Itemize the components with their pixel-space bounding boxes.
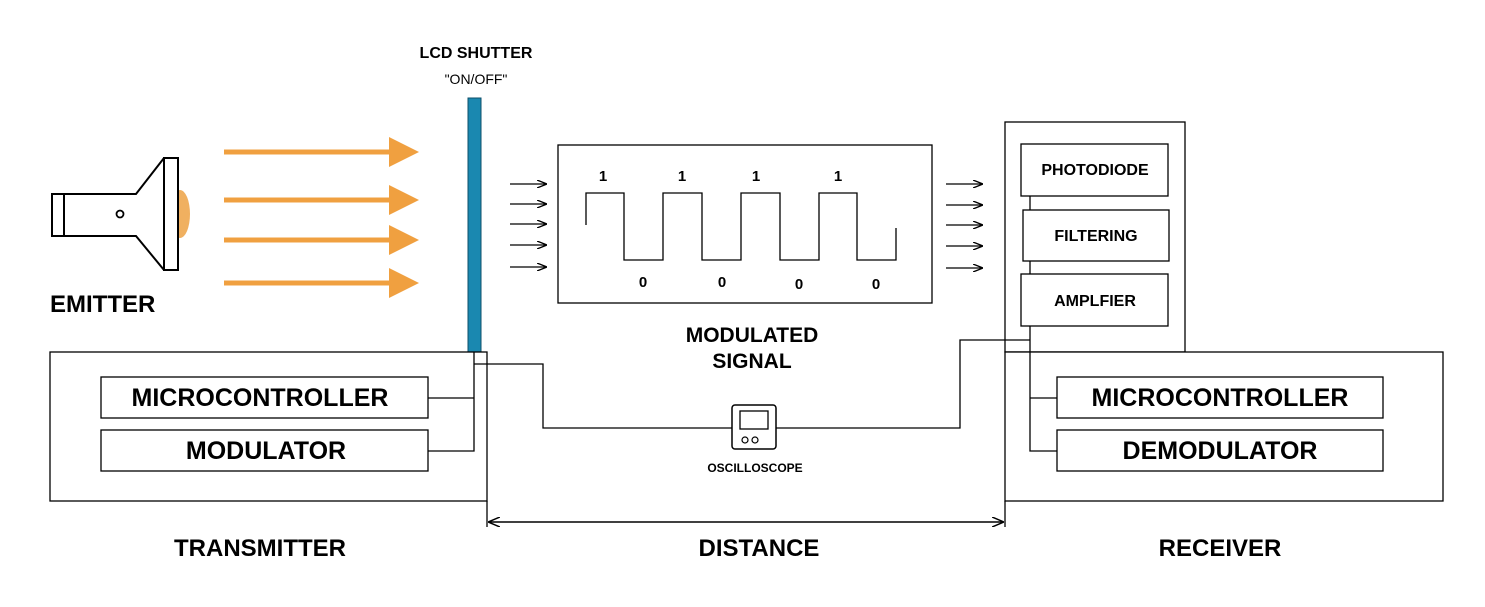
shutter-label: LCD SHUTTER [420, 45, 533, 62]
input-arrows [510, 184, 546, 267]
demodulator-label: DEMODULATOR [1123, 437, 1318, 465]
oscilloscope-icon [731, 404, 777, 450]
bit-zero: 0 [718, 274, 726, 291]
emitter-label: EMITTER [50, 291, 155, 318]
modulator-box [100, 429, 429, 472]
tx-microcontroller-box [100, 376, 429, 419]
tx-wiring [428, 352, 475, 452]
modulated-signal-box [557, 144, 933, 304]
square-wave [585, 192, 897, 261]
bit-one: 1 [834, 168, 842, 185]
modulated-signal-label-line2: SIGNAL [712, 350, 792, 373]
rx-microcontroller-label: MICROCONTROLLER [1092, 384, 1349, 412]
distance-label: DISTANCE [699, 535, 820, 562]
bit-one: 1 [678, 168, 686, 185]
modulated-signal-label-line1: MODULATED [686, 324, 819, 347]
lcd-shutter [467, 97, 482, 353]
photodiode-label: PHOTODIODE [1041, 162, 1149, 179]
bit-zero: 0 [872, 276, 880, 293]
amplifier-box [1020, 273, 1169, 327]
bit-zero: 0 [639, 274, 647, 291]
probe-wire-transmitter [474, 363, 732, 429]
modulator-label: MODULATOR [186, 437, 346, 465]
amplifier-label: AMPLFIER [1054, 293, 1136, 310]
shutter-state: "ON/OFF" [445, 71, 508, 87]
probe-wire-receiver [776, 339, 1030, 429]
filtering-label: FILTERING [1054, 228, 1137, 245]
rx-microcontroller-box [1056, 376, 1384, 419]
tx-microcontroller-label: MICROCONTROLLER [132, 384, 389, 412]
bit-zero: 0 [795, 276, 803, 293]
transmitter-label: TRANSMITTER [174, 535, 346, 562]
transmitter-box [49, 351, 488, 502]
flashlight-icon [51, 157, 190, 271]
photodiode-box [1020, 143, 1169, 197]
light-beams [224, 137, 419, 298]
oscilloscope-label: OSCILLOSCOPE [707, 461, 802, 475]
bit-one: 1 [752, 168, 760, 185]
receiver-label: RECEIVER [1159, 535, 1282, 562]
demodulator-box [1056, 429, 1384, 472]
receiver-box [1004, 351, 1444, 502]
rx-wiring [1029, 326, 1057, 452]
filtering-box [1022, 209, 1170, 262]
output-arrows [946, 184, 982, 268]
bit-one: 1 [599, 168, 607, 185]
